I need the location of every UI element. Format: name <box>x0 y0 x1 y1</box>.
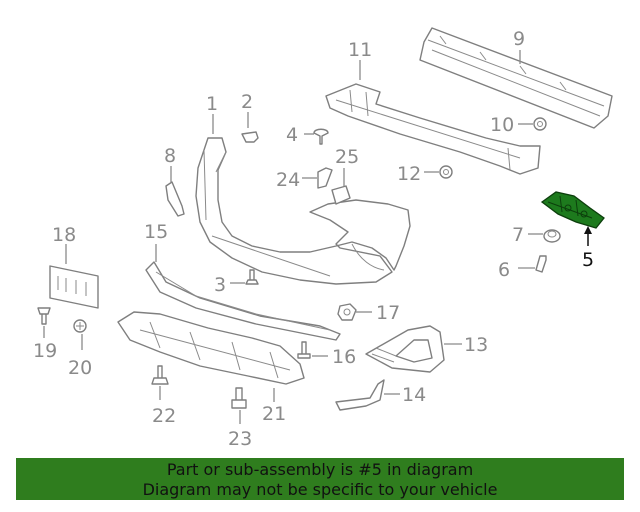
callout-7: 7 <box>512 224 524 246</box>
banner-line-2: Diagram may not be specific to your vehi… <box>142 480 498 499</box>
bumper-cover-part[interactable] <box>195 137 411 285</box>
screw-19-part[interactable] <box>37 307 51 325</box>
pin-22-part[interactable] <box>151 365 169 385</box>
callout-4: 4 <box>286 124 298 146</box>
bracket-24-part[interactable] <box>317 167 333 189</box>
clip-2-part[interactable] <box>241 131 259 143</box>
callout-23: 23 <box>228 428 252 450</box>
banner-line-1: Part or sub-assembly is #5 in diagram <box>166 460 474 479</box>
retainer-4-part[interactable] <box>313 128 329 145</box>
callout-8: 8 <box>164 145 176 167</box>
callout-6: 6 <box>498 259 510 281</box>
nut-12-part[interactable] <box>439 165 453 179</box>
callout-11: 11 <box>348 39 372 61</box>
callout-9: 9 <box>513 28 525 50</box>
callout-16: 16 <box>332 346 356 368</box>
callout-21: 21 <box>262 403 286 425</box>
bolt-20-part[interactable] <box>73 319 87 333</box>
callout-20: 20 <box>68 357 92 379</box>
callout-14: 14 <box>402 384 426 406</box>
deflector-strip-15-part[interactable] <box>145 261 341 341</box>
pin-3-part[interactable] <box>245 269 259 285</box>
callout-18: 18 <box>52 224 76 246</box>
callout-17: 17 <box>376 302 400 324</box>
callout-12: 12 <box>397 163 421 185</box>
callout-15: 15 <box>144 221 168 243</box>
callout-10: 10 <box>490 114 514 136</box>
info-banner: Part or sub-assembly is #5 in diagram Di… <box>16 458 624 500</box>
parts-diagram: 9 11 1 2 4 10 12 24 <box>33 27 613 450</box>
callout-5: 5 <box>582 249 594 271</box>
trim-strip-14-part[interactable] <box>335 379 385 411</box>
side-bracket-8-part[interactable] <box>165 181 185 217</box>
energy-absorber-part[interactable] <box>325 83 541 175</box>
guide-bracket-5-highlighted-part[interactable] <box>540 191 605 229</box>
callout-3: 3 <box>214 274 226 296</box>
reinforcement-bar-part[interactable] <box>419 27 613 129</box>
callout-2: 2 <box>241 91 253 113</box>
splash-shield-21-part[interactable] <box>117 311 305 385</box>
callout-13: 13 <box>464 334 488 356</box>
bracket-25-part[interactable] <box>331 185 351 205</box>
screw-6-part[interactable] <box>535 255 547 273</box>
callout-25: 25 <box>335 146 359 168</box>
grommet-7-part[interactable] <box>543 229 561 243</box>
fog-lamp-bezel-13-part[interactable] <box>365 325 445 373</box>
pin-16-part[interactable] <box>297 341 311 359</box>
callout-19: 19 <box>33 340 57 362</box>
callout-1: 1 <box>206 93 218 115</box>
nut-10-part[interactable] <box>533 117 547 131</box>
callout-22: 22 <box>152 405 176 427</box>
nut-17-part[interactable] <box>337 303 357 321</box>
pin-23-part[interactable] <box>231 387 247 409</box>
callout-24: 24 <box>276 169 300 191</box>
leader-5-arrowhead <box>584 226 592 234</box>
license-bracket-18-part[interactable] <box>49 265 99 309</box>
